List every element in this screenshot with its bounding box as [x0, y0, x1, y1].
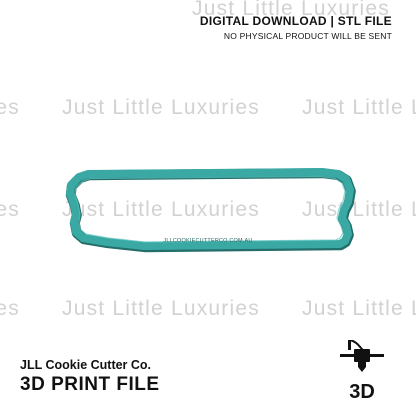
- watermark-text: Just Little Luxuries: [62, 297, 260, 320]
- print-file-label: 3D PRINT FILE: [20, 374, 160, 395]
- 3d-label: 3D: [349, 381, 375, 403]
- download-title: DIGITAL DOWNLOAD | STL FILE: [199, 14, 392, 28]
- watermark-text: Just Little Luxuries: [302, 96, 416, 119]
- cutter-outline: [66, 168, 354, 250]
- cutter-edge-shadow: [65, 168, 356, 253]
- watermark-text: Just Little Luxuries: [302, 198, 416, 221]
- cutter-inner-highlight: [74, 175, 346, 243]
- 3d-printer-icon: 3D: [340, 340, 384, 403]
- watermark-text: Just Little Luxuries: [0, 198, 20, 221]
- watermark-text: Just Little Luxuries: [302, 297, 416, 320]
- watermark-text: Just Little Luxuries: [0, 297, 20, 320]
- watermark-text: Just Little Luxuries: [62, 198, 260, 221]
- embossed-url: JLLCOOKIECUTTERCO.COM.AU: [163, 238, 252, 244]
- brand-name: JLL Cookie Cutter Co.: [20, 358, 152, 372]
- watermark-text: Just Little Luxuries: [0, 96, 20, 119]
- no-physical-product-notice: NO PHYSICAL PRODUCT WILL BE SENT: [223, 31, 392, 41]
- watermark-text: Just Little Luxuries: [62, 96, 260, 119]
- watermark-text: Just Little Luxuries: [192, 0, 390, 20]
